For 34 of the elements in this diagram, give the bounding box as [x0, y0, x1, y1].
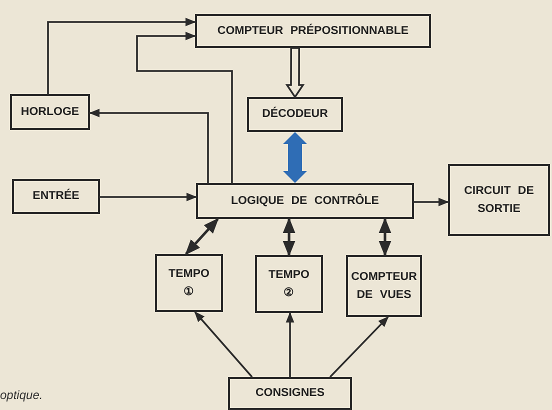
arrow [136, 32, 233, 183]
process-box [247, 97, 343, 132]
arrow [194, 311, 253, 378]
node-label: COMPTEUR DE VUES [351, 270, 417, 303]
node-label: DÉCODEUR [262, 106, 328, 122]
node-label: CIRCUIT DE SORTIE [464, 184, 534, 217]
node-label: TEMPO ② [268, 268, 310, 301]
arrow [88, 108, 209, 183]
process-box [10, 94, 90, 130]
process-box [448, 164, 550, 236]
node-label: COMPTEUR PRÉPOSITIONNABLE [217, 22, 409, 39]
arrow [184, 218, 219, 256]
node-label: TEMPO ① [168, 266, 210, 300]
caption-text: optique. [0, 388, 43, 402]
node-label: LOGIQUE DE CONTRÔLE [231, 192, 379, 209]
arrow [100, 192, 198, 202]
arrow [47, 18, 196, 94]
arrow [286, 312, 294, 377]
process-box [255, 255, 323, 313]
process-box [155, 254, 223, 312]
double-arrow [283, 132, 307, 183]
process-box [12, 179, 100, 214]
arrow [378, 217, 392, 257]
process-box [195, 14, 431, 48]
hollow-arrow [285, 47, 305, 99]
arrow [414, 198, 450, 206]
process-box [228, 377, 352, 410]
process-box [346, 255, 422, 317]
process-box [196, 183, 414, 219]
arrow [282, 217, 296, 257]
node-label: CONSIGNES [255, 386, 324, 402]
node-label: ENTRÉE [32, 188, 80, 204]
node-label: HORLOGE [20, 104, 80, 120]
arrow [329, 316, 389, 378]
